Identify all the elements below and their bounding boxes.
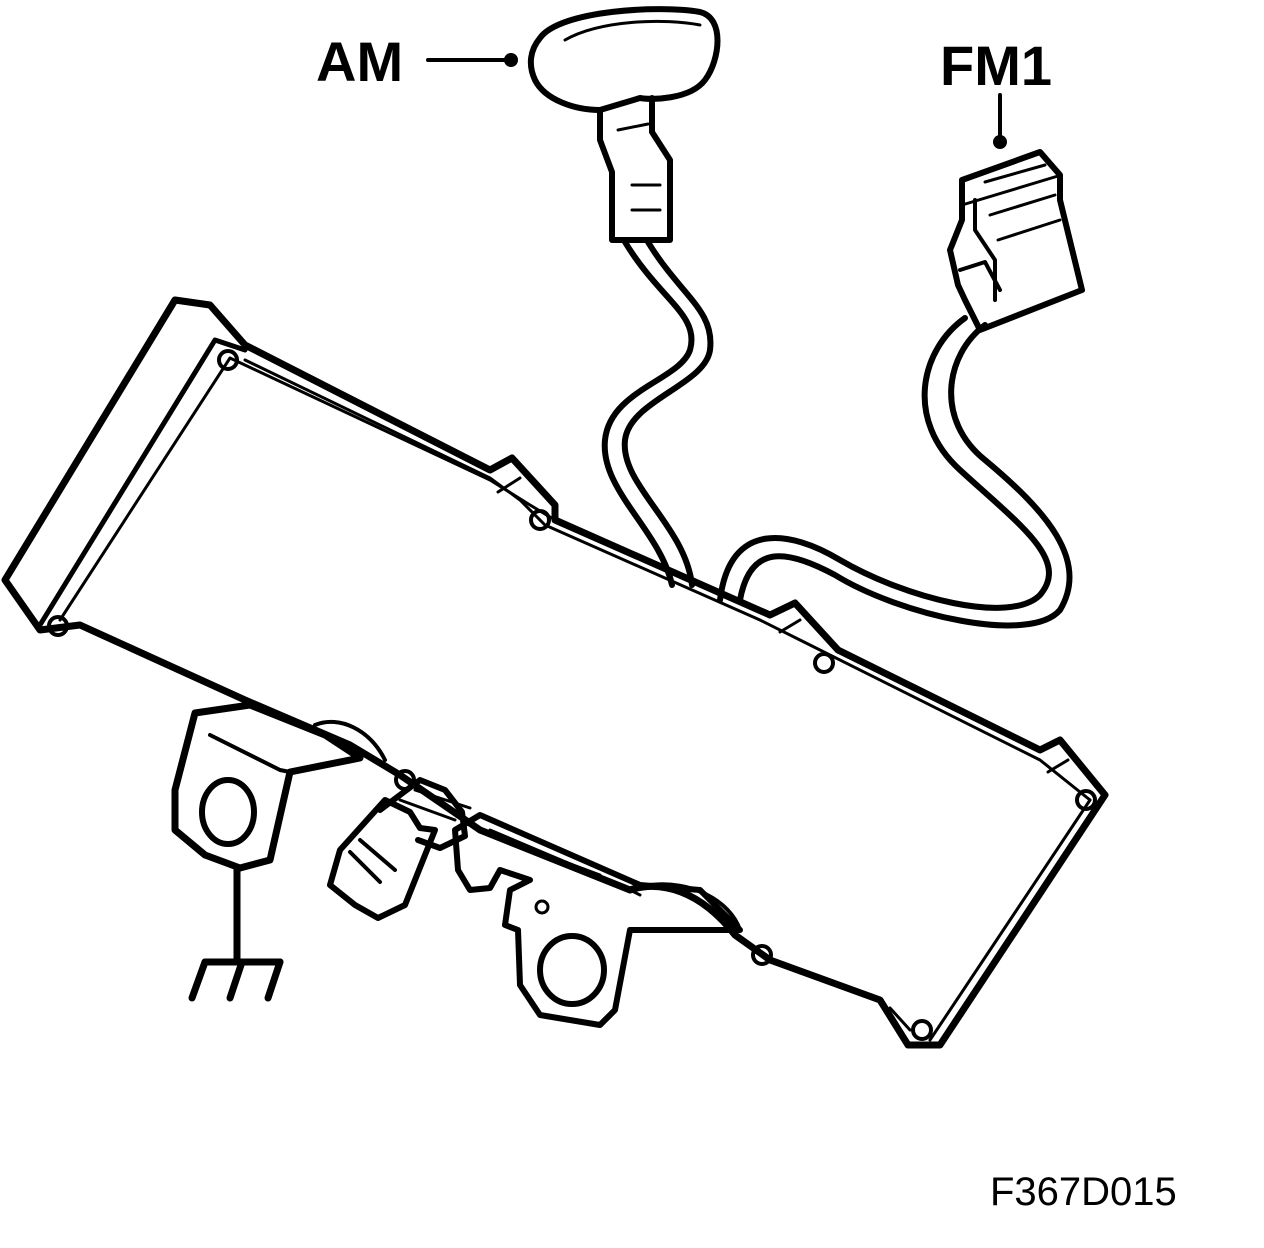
output-plug-connector (327, 777, 472, 921)
am-leader-line (426, 53, 518, 67)
mounting-hole (217, 349, 239, 371)
am-cable (601, 239, 714, 588)
mounting-hole (751, 944, 773, 966)
fm1-label: FM1 (940, 34, 1052, 97)
ground-bracket (171, 701, 387, 872)
fm1-antenna-connector-icon (947, 149, 1085, 333)
fm1-cable (717, 315, 1073, 629)
mounting-hole (529, 509, 551, 531)
am-label: AM (316, 30, 404, 93)
mounting-hole (813, 652, 835, 674)
mounting-hole (911, 1019, 933, 1041)
figure-id-label: F367D015 (990, 1170, 1177, 1214)
am-antenna-connector-icon (527, 6, 721, 243)
ground-symbol-icon (188, 864, 284, 1002)
mounting-hole (47, 615, 69, 637)
mounting-hole (1075, 789, 1097, 811)
amplifier-housing (1, 296, 1109, 1049)
lower-mounting-bracket (452, 812, 743, 1028)
fm1-leader-line (993, 93, 1007, 149)
